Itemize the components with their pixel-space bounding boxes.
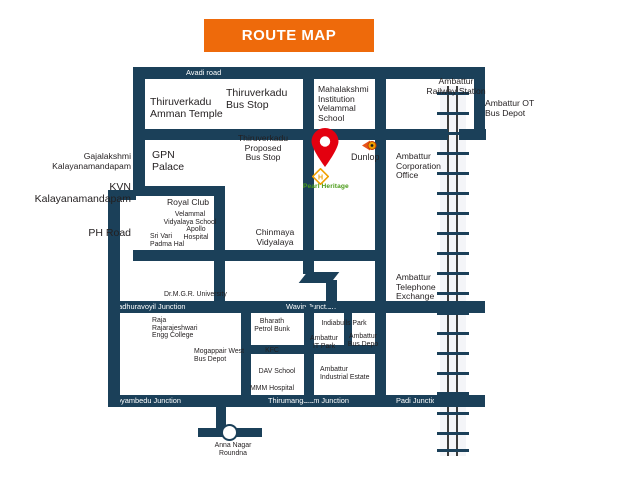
label-ambattur-corporation-office: Ambattur Corporation Office	[396, 151, 441, 181]
label-mogappair-west-bus-depot: Mogappair West Bus Depot	[194, 348, 245, 363]
label-bharath-petrol-bunk: Bharath Petrol Bunk	[254, 318, 290, 333]
road-label-madhuravoyil-junction: Madhuravoyil Junction	[112, 302, 186, 311]
railway-line	[437, 86, 469, 456]
label-thiruverkadu-amman-temple: Thiruverkadu Amman Temple	[150, 96, 223, 120]
label-ambattur-railway-station: Ambattur Railway Station	[426, 76, 486, 96]
road-label-avadi: Avadi road	[186, 68, 222, 77]
svg-text:H: H	[318, 174, 323, 181]
dunlop-icon	[361, 139, 377, 152]
label-chinmaya-vidyalaya: Chinmaya Vidyalaya	[255, 227, 295, 247]
pearl-heritage-logo-icon: H	[311, 167, 330, 186]
rail-tie	[437, 372, 469, 376]
label-ph-road: PH Road	[88, 227, 131, 239]
label-velammal-vidyalaya-school: Velammal Vidyalaya School	[163, 211, 217, 226]
rail-tie	[437, 252, 469, 256]
label-mmm-hospital: MMM Hospital	[249, 385, 295, 392]
road-royalclub-lower	[133, 250, 375, 261]
label-mahalakshmi-institution: Mahalakshmi Institution Velammal School	[318, 84, 369, 123]
road-center-upper	[303, 67, 314, 130]
road-center-dogleg-c	[326, 280, 337, 308]
road-mgr-west	[214, 250, 225, 307]
label-ambattur-telephone-exchange: Ambattur Telephone Exchange	[396, 272, 436, 302]
road-west-outer	[133, 67, 145, 196]
rail-tie	[437, 232, 469, 236]
road-center-mid	[303, 140, 314, 260]
rail-tie	[437, 449, 469, 453]
label-kfc: KFC	[265, 347, 279, 354]
label-ambattur-ot-bus-depot: Ambattur OT Bus Depot	[485, 98, 535, 118]
label-sri-vari-padma-hal: Sri Vari Padma Hal	[150, 233, 185, 248]
road-east-lower	[375, 312, 386, 402]
road-gpn-east	[214, 186, 225, 261]
rail-tie	[437, 132, 469, 136]
road-west-link	[108, 190, 136, 200]
road-gpn-lower	[133, 186, 215, 196]
road-petrol-east	[304, 307, 314, 402]
road-label-wavin-junction: Wavin Junction	[286, 302, 336, 311]
road-far-east	[474, 67, 485, 135]
rail-tie	[437, 392, 469, 396]
road-east-upper	[375, 67, 386, 312]
rail-tie	[437, 332, 469, 336]
rail-tie	[437, 152, 469, 156]
road-center-dogleg-a	[303, 250, 314, 274]
label-ambattur-it-park: Ambattur IT Park	[310, 335, 338, 350]
rail-tie	[437, 192, 469, 196]
label-ambattur-bus-depo: Ambattur Bus Depo	[347, 333, 379, 348]
label-dr-mgr-university: Dr.M.G.R. University	[164, 291, 227, 298]
label-dav-school: DAV School	[258, 368, 296, 375]
label-thiruverkadu-bus-stop: Thiruverkadu Bus Stop	[226, 87, 288, 111]
rail-rail-right	[456, 86, 459, 456]
rail-tie	[437, 352, 469, 356]
road-label-koyambedu-junction: Koyambedu Junction	[112, 396, 182, 405]
label-indiabulls-park: Indiabulls Park	[321, 320, 367, 327]
rail-crossing-stub	[464, 301, 475, 313]
road-roundabout-stem	[216, 402, 226, 432]
page-title-banner: ROUTE MAP	[204, 19, 374, 52]
rail-tie	[437, 112, 469, 116]
road-madhuravoyil-wavin	[108, 301, 485, 313]
label-kvn-kalayanamandapam: KVN Kalayanamandapam	[34, 181, 131, 205]
rail-crossing-stub	[432, 129, 442, 140]
rail-crossing-stub	[464, 129, 475, 140]
dunlop-label: Dunlop	[351, 152, 380, 162]
road-mid-upper	[133, 129, 448, 140]
rail-crossing-stub	[434, 395, 442, 407]
rail-tie	[437, 292, 469, 296]
rail-rail-left	[447, 86, 450, 456]
label-gpn-palace: GPN Palace	[152, 149, 185, 173]
road-itpark-divider	[344, 313, 352, 348]
label-apollo-hospital: Apollo Hospital	[183, 226, 209, 241]
rail-tie	[437, 312, 469, 316]
pearl-heritage-label: Pearl Heritage	[303, 183, 349, 190]
rail-tie	[437, 172, 469, 176]
rail-tie	[437, 92, 469, 96]
road-petrol-west	[241, 307, 251, 402]
rail-crossing-stub	[434, 301, 442, 313]
road-west-main	[108, 190, 120, 407]
rail-tie	[437, 412, 469, 416]
rail-tie	[437, 272, 469, 276]
label-raja-rajarajeshwari-engg-college: Raja Rajarajeshwari Engg College	[152, 317, 198, 340]
rail-tie	[437, 432, 469, 436]
label-gajalakshmi-kalayanamandapam: Gajalakshmi Kalayanamandapam	[52, 151, 131, 171]
rail-crossing-stub	[464, 395, 475, 407]
road-koyambedu-padi	[108, 395, 485, 407]
rail-tie	[437, 212, 469, 216]
road-label-padi-junction: Padi Junction	[396, 396, 441, 405]
label-anna-nagar-roundna: Anna Nagar Roundna	[214, 442, 252, 457]
roundabout-circle	[221, 424, 238, 441]
map-pin-icon[interactable]	[310, 128, 340, 168]
label-ambattur-industrial-estate: Ambattur Industrial Estate	[320, 366, 370, 381]
label-royal-club: Royal Club	[166, 197, 210, 207]
page-title: ROUTE MAP	[241, 27, 337, 44]
label-thiruverkadu-proposed-bus-stop: Thiruverkadu Proposed Bus Stop	[237, 133, 289, 163]
